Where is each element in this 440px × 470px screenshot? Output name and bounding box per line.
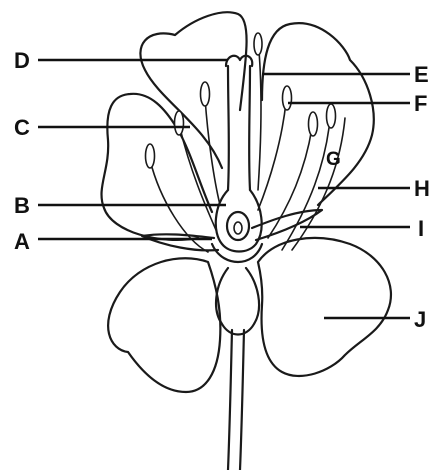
- anthers: [146, 82, 336, 168]
- stigma: [226, 56, 252, 66]
- label-A: A: [14, 229, 30, 254]
- label-C: C: [14, 115, 30, 140]
- label-I: I: [418, 216, 424, 241]
- label-H: H: [414, 176, 430, 201]
- petal-bottom-right: [258, 238, 391, 376]
- leader-lines: [38, 60, 410, 318]
- label-F: F: [414, 91, 427, 116]
- ovule-inner: [234, 222, 242, 234]
- anther-3: [201, 82, 210, 106]
- label-D: D: [14, 48, 30, 73]
- ovule-outer: [227, 212, 249, 240]
- anther-5: [309, 112, 318, 136]
- tall-filament: [258, 40, 261, 190]
- pistil: [216, 33, 262, 252]
- sepal-left: [142, 234, 218, 250]
- style: [228, 66, 250, 190]
- anther-6: [327, 104, 336, 128]
- anther-4: [283, 86, 292, 110]
- tall-anther: [254, 33, 262, 55]
- filament-7: [292, 118, 345, 250]
- label-E: E: [414, 62, 429, 87]
- petal-back-left: [140, 12, 246, 168]
- petal-left: [102, 94, 212, 240]
- label-G: G: [326, 149, 341, 170]
- label-B: B: [14, 193, 30, 218]
- petal-bottom-left: [108, 258, 220, 392]
- anther-1: [146, 144, 155, 168]
- petal-bottom-center: [216, 268, 259, 335]
- anther-2: [175, 111, 184, 135]
- ovary: [216, 190, 262, 252]
- pedicel: [228, 330, 244, 470]
- label-J: J: [414, 307, 426, 332]
- filament-4: [258, 102, 286, 210]
